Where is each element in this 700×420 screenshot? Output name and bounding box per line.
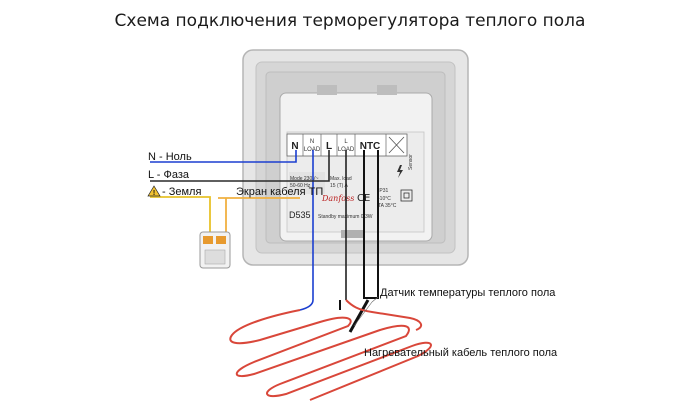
phase-wire [150, 150, 330, 182]
svg-text:50-60 Hz: 50-60 Hz [290, 183, 311, 189]
sensor-callout-label: Датчик температуры теплого пола [380, 287, 556, 299]
ground-wire [150, 196, 211, 232]
double-insulation-icon [400, 189, 413, 202]
terminal-ntc: NTC [360, 141, 381, 152]
phase-label: L - Фаза [148, 169, 190, 181]
sensor-callout-line [353, 301, 373, 327]
svg-text:-10°C: -10°C [378, 196, 391, 202]
ip-rating: IP31 [378, 188, 389, 194]
svg-text:!: ! [153, 190, 155, 197]
terminal-l-load-top: L [344, 139, 348, 145]
wago-connector [199, 231, 231, 269]
brand-logo: Danfoss [321, 194, 354, 203]
terminal-block: N N LOAD L L LOAD NTC [286, 133, 408, 157]
ground-warning-icon: ! [147, 185, 161, 197]
svg-text:Mode 230V~: Mode 230V~ [290, 176, 319, 182]
sensor-cable [339, 150, 379, 333]
ground-label: - Земля [162, 186, 201, 198]
terminal-l: L [326, 141, 332, 152]
heating-cable-label: Нагревательный кабель теплого пола [364, 347, 558, 359]
neutral-wire [150, 150, 314, 311]
svg-text:15 (T) A: 15 (T) A [330, 183, 348, 189]
terminal-n-load-top: N [310, 139, 314, 145]
ground-terminal-cross-icon [388, 136, 405, 154]
device-model: D535 [289, 210, 311, 220]
neutral-label: N - Ноль [148, 151, 192, 163]
terminal-n: N [291, 141, 298, 152]
heating-cable [229, 299, 432, 401]
shield-label: Экран кабеля ТП [236, 186, 323, 198]
shield-wire [218, 197, 300, 232]
svg-text:TA 35°C: TA 35°C [378, 203, 397, 209]
sensor-text: Sensor [408, 154, 414, 170]
svg-text:Max. load: Max. load [330, 176, 352, 182]
diagram-title: Схема подключения терморегулятора теплог… [115, 11, 586, 31]
warning-bolt-icon [397, 165, 403, 178]
